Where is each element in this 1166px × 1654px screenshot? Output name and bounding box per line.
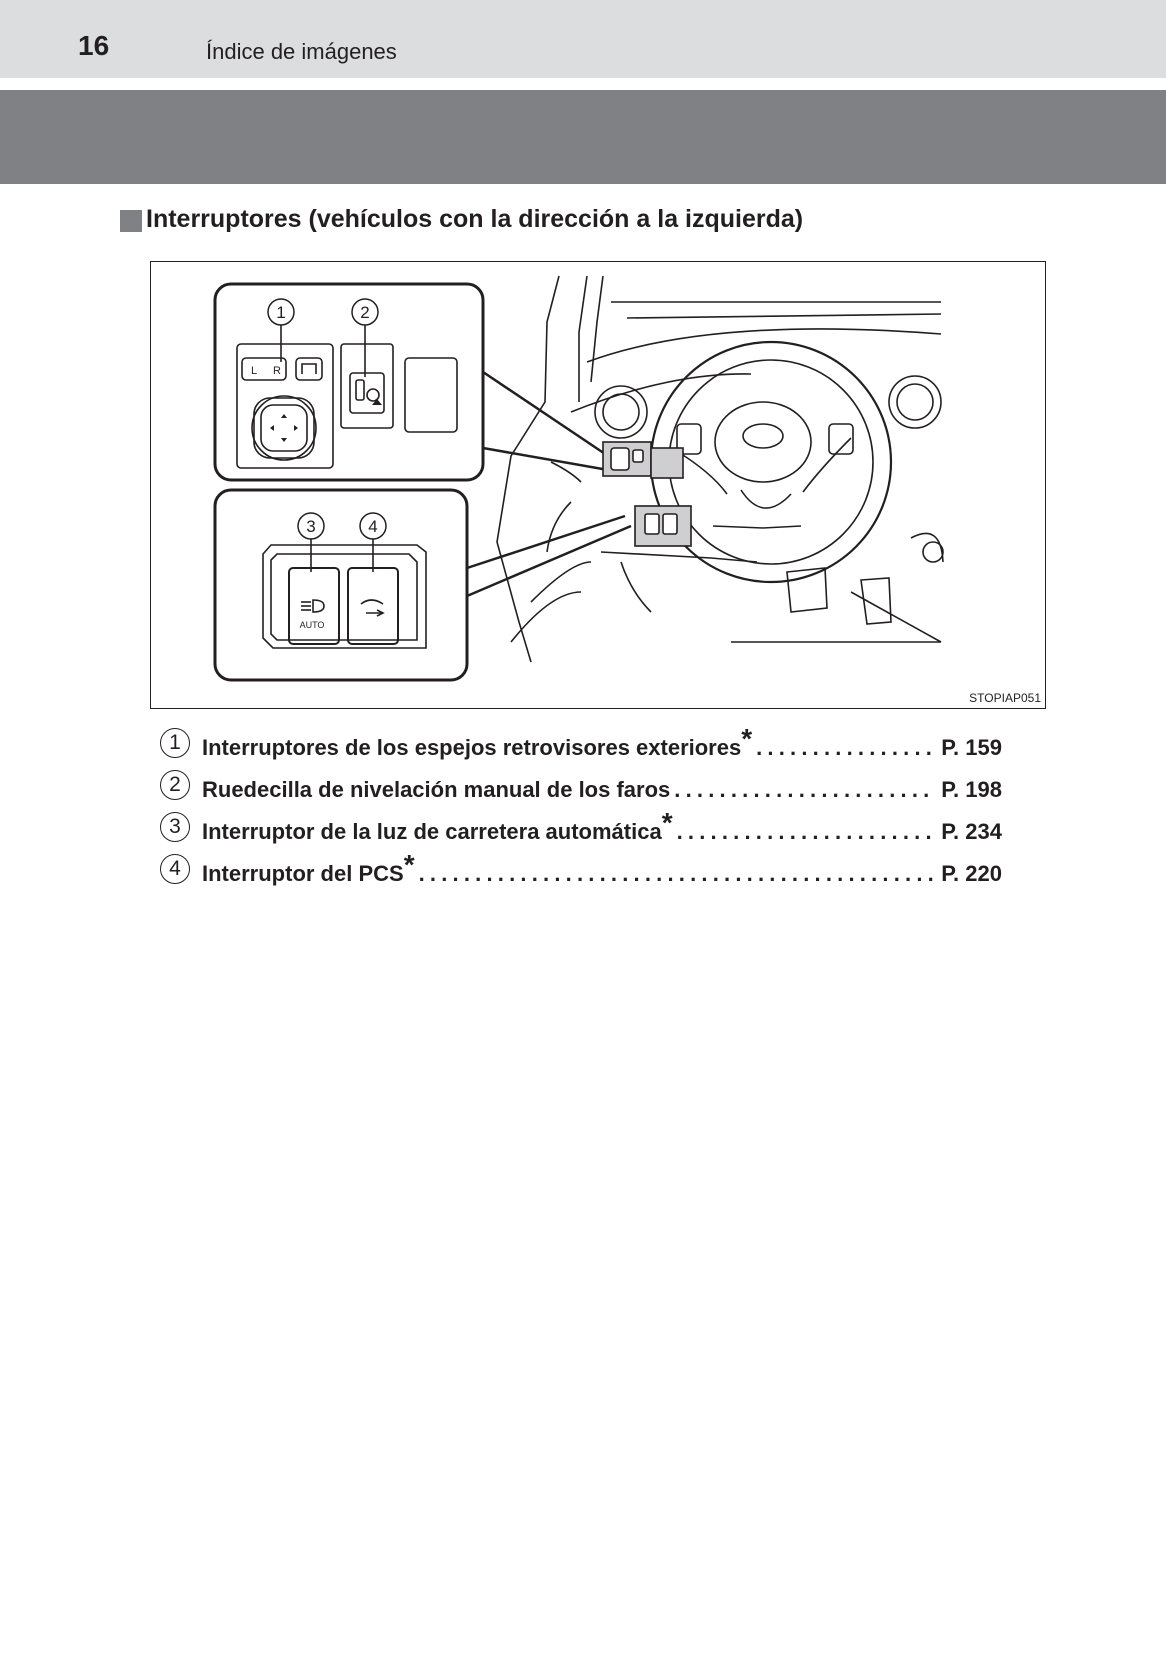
switches-illustration: 1 2 3 4 L R AUTO STOPIAP051	[150, 261, 1046, 709]
legend-number: 4	[160, 854, 190, 884]
page-reference[interactable]: P. 234	[941, 819, 1002, 844]
section-title: Interruptores (vehículos con la direcció…	[146, 205, 804, 233]
leader-dots: ........................................…	[756, 735, 933, 760]
leader-dots: ........................................…	[676, 819, 934, 844]
figure-code: STOPIAP051	[969, 691, 1041, 705]
page-reference[interactable]: P. 159	[941, 735, 1002, 760]
legend-number: 3	[160, 812, 190, 842]
section-heading: Interruptores (vehículos con la direcció…	[120, 205, 803, 234]
asterisk-icon: *	[741, 723, 753, 754]
callout-3: 3	[306, 517, 315, 536]
page-reference[interactable]: P. 220	[941, 861, 1002, 886]
heading-square-icon	[120, 209, 142, 232]
legend-label: Interruptores de los espejos retrovisore…	[202, 723, 753, 761]
legend-item: 3 Interruptor de la luz de carretera aut…	[160, 807, 1002, 854]
legend-label: Interruptor de la luz de carretera autom…	[202, 807, 673, 845]
mirror-right-label: R	[273, 365, 281, 377]
page-number: 16	[78, 30, 110, 61]
running-title: Índice de imágenes	[206, 39, 397, 64]
callout-2: 2	[360, 303, 369, 322]
callout-4: 4	[368, 517, 377, 536]
asterisk-icon: *	[661, 807, 673, 838]
leader-dots: ........................................…	[418, 861, 934, 886]
legend-label: Ruedecilla de nivelación manual de los f…	[202, 777, 671, 802]
legend-item: 2 Ruedecilla de nivelación manual de los…	[160, 770, 1002, 812]
legend-number: 1	[160, 728, 190, 758]
callout-1: 1	[276, 303, 285, 322]
header-decorative-bar	[0, 90, 1166, 184]
leader-dots: ........................................…	[674, 777, 934, 802]
switch-legend: 1 Interruptores de los espejos retroviso…	[160, 723, 1002, 896]
legend-number: 2	[160, 770, 190, 800]
legend-item: 4 Interruptor del PCS* .................…	[160, 849, 1002, 896]
legend-item: 1 Interruptores de los espejos retroviso…	[160, 723, 1002, 770]
legend-label: Interruptor del PCS*	[202, 849, 415, 887]
page-header	[0, 0, 1166, 78]
pcs-switch-callout-box	[213, 488, 469, 682]
mirror-left-label: L	[251, 365, 257, 377]
auto-high-beam-label: AUTO	[300, 620, 325, 630]
mirror-switch-callout-box	[213, 282, 485, 482]
page-reference[interactable]: P. 198	[941, 777, 1002, 802]
dashboard-drawing: 1 2 3 4 L R AUTO	[213, 275, 944, 682]
asterisk-icon: *	[403, 849, 415, 880]
